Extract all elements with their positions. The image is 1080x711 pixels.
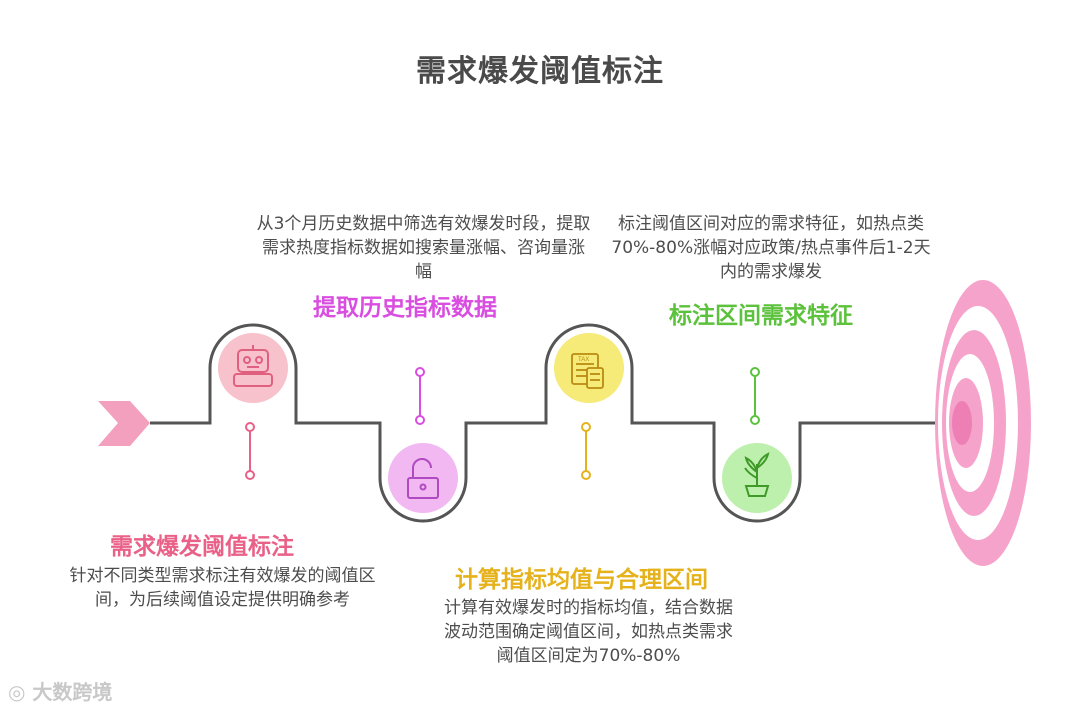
start-arrow-icon	[98, 401, 150, 446]
stage2-pin	[416, 368, 424, 424]
stage2-description: 从3个月历史数据中筛选有效爆发时段，提取需求热度指标数据如搜索量涨幅、咨询量涨幅	[256, 212, 591, 284]
stage1-title: 需求爆发阈值标注	[110, 527, 294, 561]
watermark-logo-icon: ◎	[8, 680, 25, 704]
stage3-description: 计算有效爆发时的指标均值，结合数据波动范围确定阈值区间，如热点类需求阈值区间定为…	[436, 596, 741, 668]
watermark-text: 大数跨境	[32, 680, 112, 704]
tax-label: TAX	[578, 357, 589, 363]
stage3-title: 计算指标均值与合理区间	[455, 560, 708, 594]
stage1-description: 针对不同类型需求标注有效爆发的阈值区间，为后续阈值设定提供明确参考	[60, 564, 385, 612]
stage3-pin	[582, 423, 590, 479]
target-icon	[935, 280, 1031, 566]
watermark: ◎ 大数跨境	[8, 676, 112, 705]
stage2-title: 提取历史指标数据	[313, 288, 497, 322]
stage1-pin	[246, 423, 254, 479]
stage4-description: 标注阈值区间对应的需求特征，如热点类70%-80%涨幅对应政策/热点事件后1-2…	[606, 212, 936, 284]
stage4-title: 标注区间需求特征	[669, 296, 853, 330]
stage4-pin	[751, 368, 759, 424]
